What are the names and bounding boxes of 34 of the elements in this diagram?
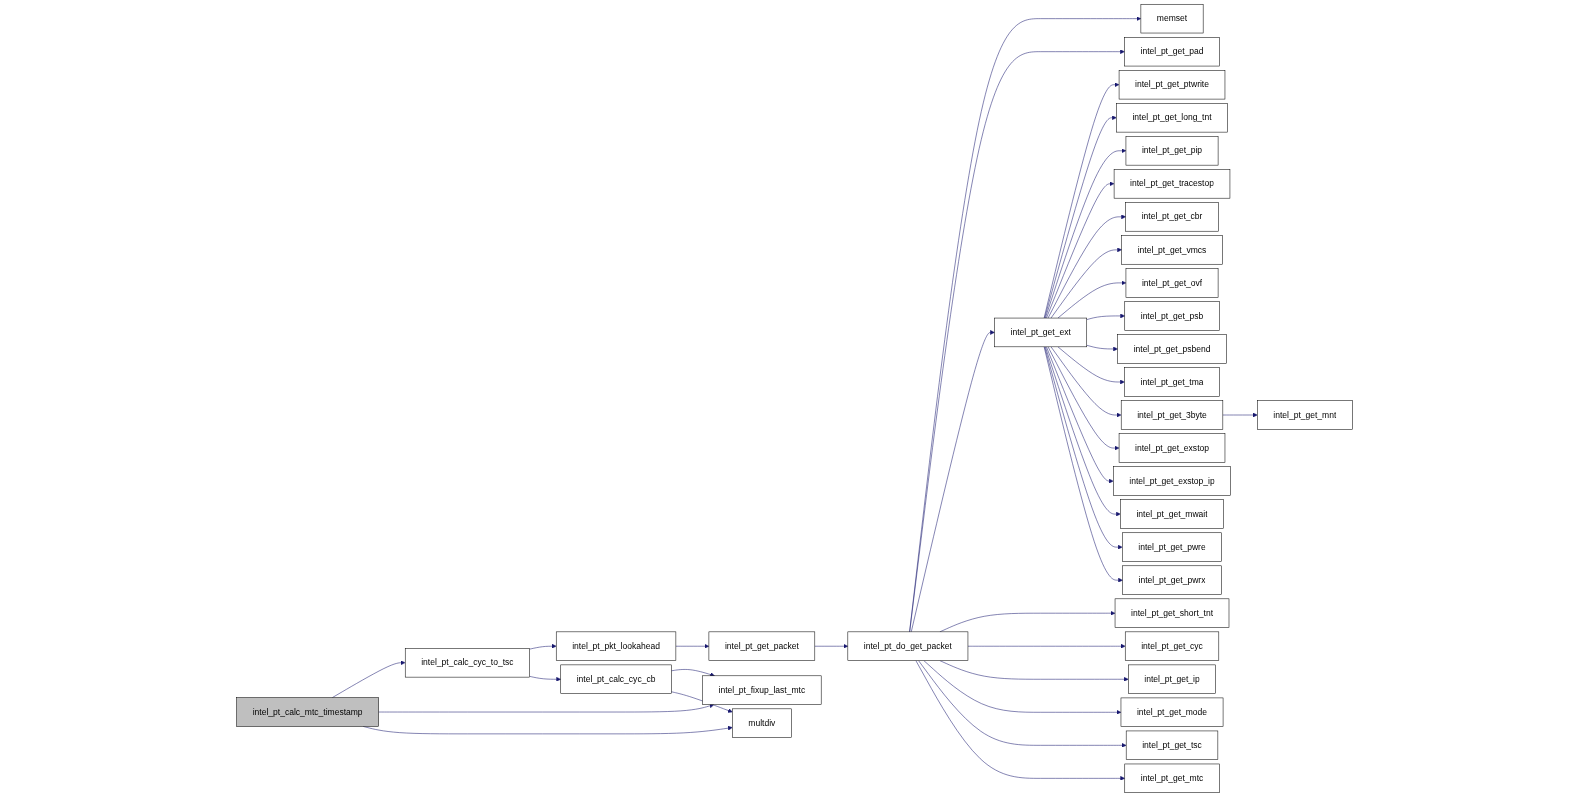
node-box: intel_pt_get_tma	[1124, 367, 1220, 397]
node-box: intel_pt_get_ptwrite	[1118, 70, 1226, 100]
node-box: intel_pt_get_mwait	[1120, 499, 1224, 529]
node-box: intel_pt_get_packet	[708, 631, 816, 661]
node-box: intel_pt_get_cyc	[1124, 631, 1220, 661]
node-box: intel_pt_get_pwrx	[1122, 565, 1222, 595]
node-box: intel_pt_get_psb	[1124, 301, 1220, 331]
node-box: intel_pt_get_mode	[1120, 697, 1224, 727]
node-box: memset	[1140, 4, 1204, 34]
node-box: intel_pt_get_ovf	[1125, 268, 1219, 298]
node-box: intel_pt_get_psbend	[1117, 334, 1227, 364]
node-box: intel_pt_calc_cyc_to_tsc	[404, 648, 530, 678]
node-box: intel_pt_get_3byte	[1120, 400, 1224, 430]
node-box: intel_pt_get_mtc	[1124, 763, 1220, 793]
node-box: intel_pt_get_ip	[1128, 664, 1216, 694]
node-box: intel_pt_calc_cyc_cb	[560, 664, 672, 694]
node-box: intel_pt_get_exstop_ip	[1113, 466, 1231, 496]
node-box: intel_pt_pkt_lookahead	[555, 631, 677, 661]
node-box: intel_pt_get_pwre	[1122, 532, 1222, 562]
node-box: intel_pt_fixup_last_mtc	[702, 675, 822, 705]
node-box: intel_pt_get_mnt	[1257, 400, 1353, 430]
node-box: intel_pt_get_tsc	[1125, 730, 1219, 760]
node-box: intel_pt_get_ext	[994, 317, 1087, 348]
node-box: intel_pt_get_long_tnt	[1116, 103, 1228, 133]
node-box: multdiv	[732, 708, 792, 738]
node-box: intel_pt_get_vmcs	[1121, 235, 1223, 265]
node-box: intel_pt_calc_mtc_timestamp	[236, 697, 379, 727]
node-box: intel_pt_get_pad	[1124, 37, 1220, 67]
node-box: intel_pt_get_exstop	[1118, 433, 1226, 463]
node-box: intel_pt_get_pip	[1125, 136, 1219, 166]
node-box: intel_pt_get_short_tnt	[1114, 598, 1230, 628]
node-box: intel_pt_get_cbr	[1125, 202, 1219, 232]
node-box: intel_pt_get_tracestop	[1113, 169, 1231, 199]
node-box: intel_pt_do_get_packet	[847, 631, 969, 661]
